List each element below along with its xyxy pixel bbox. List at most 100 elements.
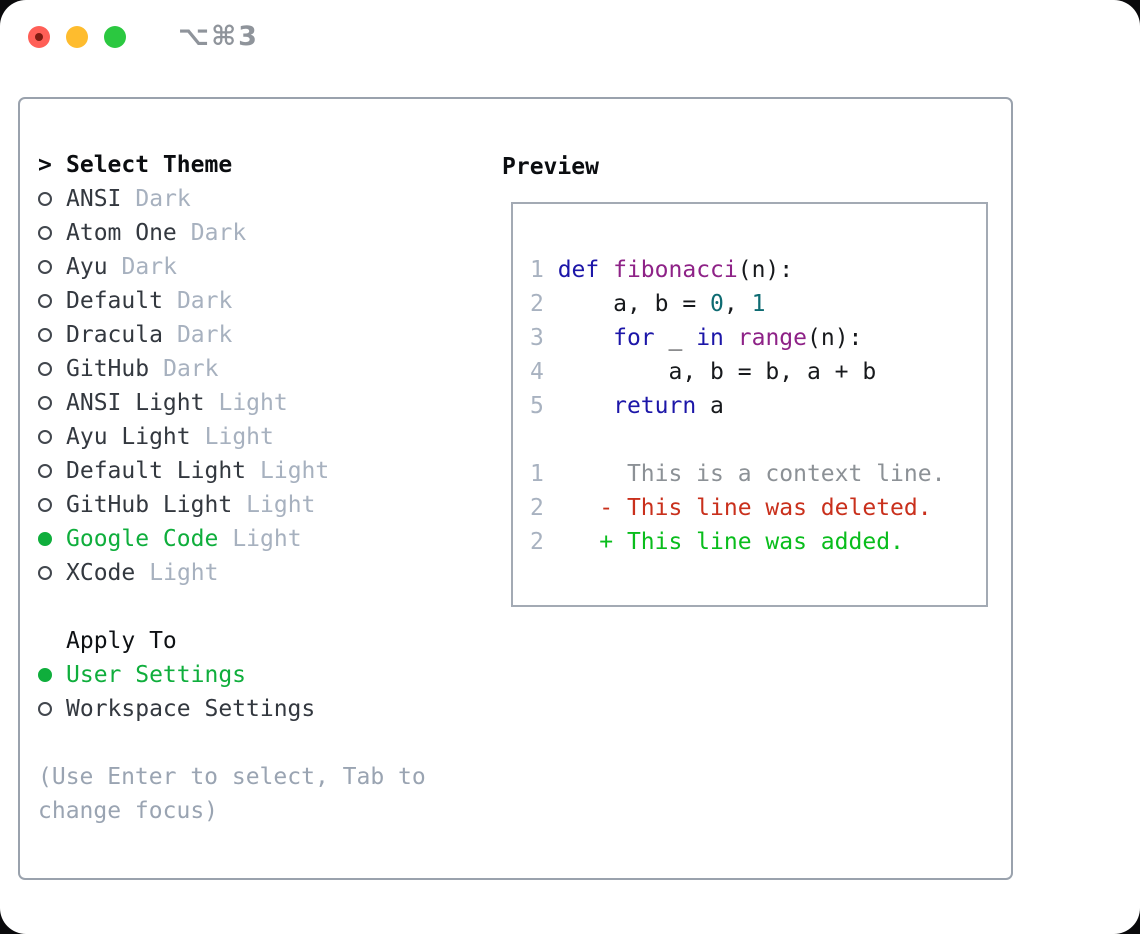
code-line: 5 return a [530, 389, 986, 423]
code-line: 3 for _ in range(n): [530, 321, 986, 355]
option-label: ANSI [66, 186, 122, 212]
theme-option-google-code[interactable]: Google Code Light [38, 522, 426, 556]
close-button[interactable] [28, 26, 50, 48]
zoom-button[interactable] [104, 26, 126, 48]
minimize-button[interactable] [66, 26, 88, 48]
option-label: Default [66, 288, 163, 314]
code-line: 1 def fibonacci(n): [530, 253, 986, 287]
code-segment-number: 1 [751, 291, 766, 317]
option-label: Google Code [66, 526, 219, 552]
option-label: XCode [66, 560, 136, 586]
theme-variant-label: Light [218, 390, 288, 416]
option-label: Workspace Settings [66, 696, 316, 722]
option-label: Ayu Light [66, 424, 191, 450]
apply-option-workspace-settings[interactable]: Workspace Settings [38, 692, 426, 726]
theme-variant-label: Light [232, 526, 302, 552]
theme-variant-label: Dark [121, 254, 177, 280]
theme-option-github-light[interactable]: GitHub Light Light [38, 488, 426, 522]
code-segment-keyword: return [613, 393, 697, 419]
line-number: 3 [530, 325, 558, 351]
code-segment-title: range [737, 325, 807, 351]
preview-title: Preview [502, 154, 599, 180]
radio-icon [38, 226, 66, 240]
line-number: 2 [530, 291, 558, 317]
theme-variant-label: Dark [135, 186, 191, 212]
help-text-line-1: (Use Enter to select, Tab to [38, 764, 426, 790]
radio-icon [38, 702, 66, 716]
prompt-icon: > [38, 152, 52, 178]
code-segment-plain: _ [654, 325, 697, 351]
theme-option-dracula[interactable]: Dracula Dark [38, 318, 426, 352]
code-line: 2 + This line was added. [530, 525, 986, 559]
code-line: 4 a, b = b, a + b [530, 355, 986, 389]
radio-icon [38, 192, 66, 206]
theme-variant-label: Light [260, 458, 330, 484]
radio-icon [38, 294, 66, 308]
code-segment-title: fibonacci [613, 257, 738, 283]
radio-selected-icon [38, 668, 66, 682]
code-segment-plain: , [723, 291, 752, 317]
theme-variant-label: Light [246, 492, 316, 518]
radio-icon [38, 464, 66, 478]
radio-icon [38, 566, 66, 580]
line-number: 5 [530, 393, 558, 419]
radio-selected-icon [38, 532, 66, 546]
code-segment-plain [724, 325, 738, 351]
code-line: 1 This is a context line. [530, 457, 986, 491]
apply-option-user-settings[interactable]: User Settings [38, 658, 426, 692]
radio-icon [38, 498, 66, 512]
option-label: GitHub [66, 356, 150, 382]
code-segment-context: This is a context line. [557, 461, 946, 487]
code-segment-plain: (n): [737, 257, 794, 283]
theme-option-default-light[interactable]: Default Light Light [38, 454, 426, 488]
code-line: 2 - This line was deleted. [530, 491, 986, 525]
theme-variant-label: Dark [163, 356, 219, 382]
theme-option-github[interactable]: GitHub Dark [38, 352, 426, 386]
line-number: 4 [530, 359, 558, 385]
option-label: Dracula [66, 322, 163, 348]
theme-variant-label: Dark [190, 220, 247, 246]
option-label: Default Light [66, 458, 247, 484]
code-line: 2 a, b = 0, 1 [530, 287, 986, 321]
line-number: 2 [530, 495, 558, 521]
line-number: 1 [530, 461, 558, 487]
theme-option-ansi-light[interactable]: ANSI Light Light [38, 386, 426, 420]
theme-variant-label: Dark [176, 322, 233, 348]
code-segment-keyword: in [696, 325, 724, 351]
code-segment-number: 0 [710, 291, 724, 317]
help-text-line-2: change focus) [38, 798, 219, 824]
option-label: GitHub Light [66, 492, 233, 518]
code-segment-plain [558, 325, 613, 351]
titlebar: ⌥⌘3 [28, 21, 259, 52]
theme-option-default[interactable]: Default Dark [38, 284, 426, 318]
option-label: Atom One [66, 220, 177, 246]
code-segment-keyword: def [557, 257, 600, 283]
code-segment-plain: (n): [807, 325, 863, 351]
radio-icon [38, 328, 66, 342]
list-title: Select Theme [66, 152, 233, 178]
radio-icon [38, 362, 66, 376]
code-segment-deletion: - This line was deleted. [557, 495, 932, 521]
theme-option-ansi[interactable]: ANSI Dark [38, 182, 426, 216]
code-blank-line [530, 423, 986, 457]
option-label: ANSI Light [66, 390, 205, 416]
theme-variant-label: Dark [176, 288, 233, 314]
keyboard-shortcut-label: ⌥⌘3 [178, 21, 259, 52]
radio-icon [38, 396, 66, 410]
theme-option-xcode[interactable]: XCode Light [38, 556, 426, 590]
code-segment-plain [599, 257, 613, 283]
code-segment-plain: a, b = [557, 291, 711, 317]
code-segment-plain [558, 393, 613, 419]
option-label: User Settings [66, 662, 247, 688]
code-segment-addition: + This line was added. [557, 529, 904, 555]
theme-option-atom-one[interactable]: Atom One Dark [38, 216, 426, 250]
theme-variant-label: Light [149, 560, 219, 586]
